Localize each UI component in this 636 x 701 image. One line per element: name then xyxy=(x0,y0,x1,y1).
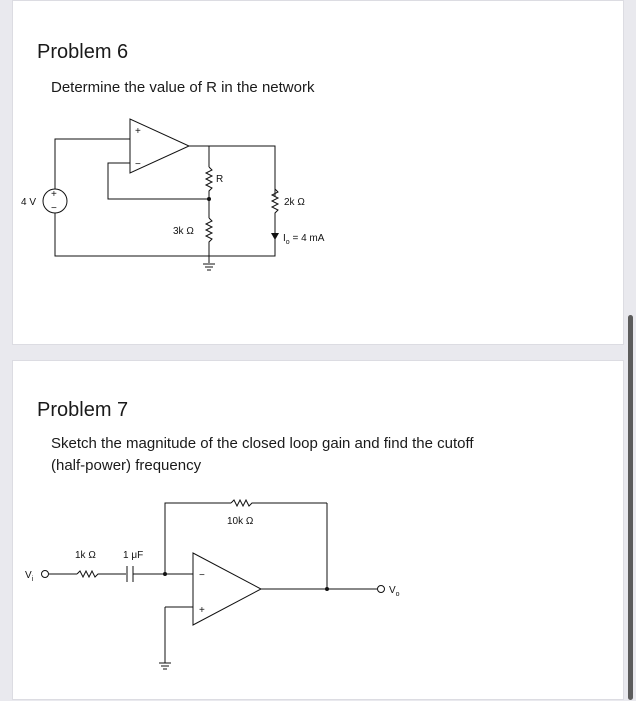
voltage-source: + − 4 V xyxy=(21,188,68,214)
resistor-2k: 2k Ω xyxy=(270,188,305,215)
problem-7-text-line2: (half-power) frequency xyxy=(51,457,202,474)
vout-label: Vo xyxy=(389,585,400,598)
output-terminal xyxy=(377,585,385,593)
problem-7-circuit: Vi 1k Ω 1 μF 10k Ω − + xyxy=(25,498,400,670)
resistor-3k: 3k Ω xyxy=(173,199,214,263)
op-amp-2: − + xyxy=(192,552,263,626)
wire-bottom-rail xyxy=(54,213,276,257)
resistor-r: R xyxy=(204,166,223,199)
current-label: Io = 4 mA xyxy=(283,233,325,246)
ground-symbol-2 xyxy=(159,662,171,670)
problem-6-text: Determine the value of R in the network xyxy=(51,79,315,96)
resistor-2k-label: 2k Ω xyxy=(284,197,305,208)
source-minus-sign: − xyxy=(51,203,57,214)
scrollbar-thumb[interactable] xyxy=(628,315,633,700)
junction-node xyxy=(207,197,211,201)
opamp2-minus-sign: − xyxy=(199,570,205,581)
input-terminal xyxy=(41,570,49,578)
junction-output xyxy=(325,587,329,591)
current-arrow: Io = 4 mA xyxy=(271,233,325,246)
problem-6-circuit: + − 4 V + − R 3k Ω xyxy=(21,118,325,271)
problem-7-card: Problem 7 Sketch the magnitude of the cl… xyxy=(12,360,624,700)
resistor-1k-label: 1k Ω xyxy=(75,550,96,561)
problem-7-text-line1: Sketch the magnitude of the closed loop … xyxy=(51,435,474,452)
capacitor-label: 1 μF xyxy=(123,550,143,561)
problem-6-card: Problem 6 Determine the value of R in th… xyxy=(12,0,624,345)
resistor-10k: 10k Ω xyxy=(227,498,327,527)
op-amp: + − xyxy=(129,118,191,174)
capacitor: 1 μF xyxy=(123,550,143,582)
opamp-plus-sign: + xyxy=(135,126,141,137)
vin-label: Vi xyxy=(25,570,34,583)
resistor-r-label: R xyxy=(216,174,223,185)
source-plus-sign: + xyxy=(51,189,57,200)
wire-right-to-output xyxy=(189,145,276,196)
wire-feedback xyxy=(107,162,209,200)
opamp2-plus-sign: + xyxy=(199,605,205,616)
wire-feedback-left xyxy=(164,502,231,574)
opamp-minus-sign: − xyxy=(135,159,141,170)
resistor-3k-label: 3k Ω xyxy=(173,226,194,237)
problem-7-title: Problem 7 xyxy=(37,399,129,421)
problem-6-title: Problem 6 xyxy=(37,41,129,63)
ground-symbol xyxy=(203,263,215,271)
resistor-1k: 1k Ω xyxy=(75,550,126,579)
source-label: 4 V xyxy=(21,197,36,208)
wire-source-to-plus xyxy=(54,138,130,189)
resistor-10k-label: 10k Ω xyxy=(227,516,254,527)
